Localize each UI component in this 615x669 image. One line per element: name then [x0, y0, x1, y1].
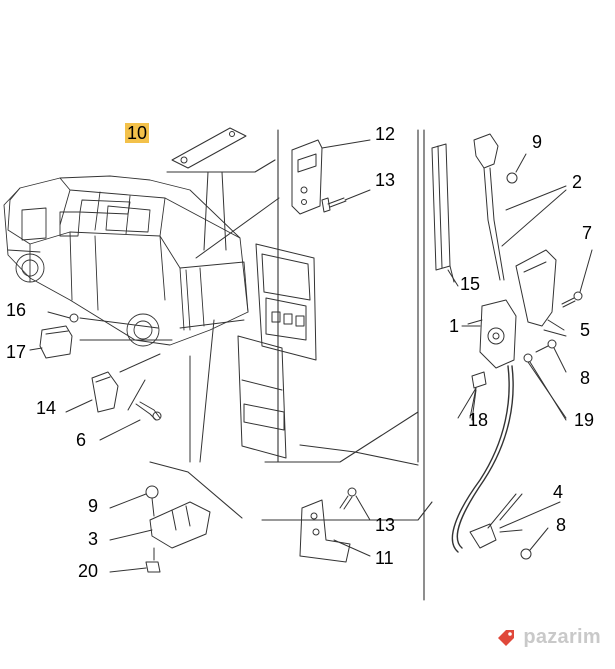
callout-15: 15 [460, 274, 481, 294]
part-5-handle [515, 249, 565, 331]
callout-6: 6 [76, 430, 87, 450]
callout-10: 10 [125, 123, 150, 143]
rear-door-panel-upper [255, 243, 317, 361]
callout-19: 19 [574, 410, 595, 430]
callout-17: 17 [6, 342, 27, 362]
part-7-bolt [561, 249, 593, 308]
rear-door-panel-lower [237, 335, 287, 459]
callout-5: 5 [580, 320, 591, 340]
part-9-screw-top [506, 153, 527, 184]
part-10-plate [171, 127, 247, 251]
watermark: pazarim [495, 626, 601, 649]
callout-9-top: 9 [532, 132, 543, 152]
van-illustration [3, 175, 249, 347]
part-4-cable [451, 365, 514, 553]
section-dividers [149, 129, 433, 601]
callout-3: 3 [88, 529, 99, 549]
part-13-bolt-bottom [339, 487, 371, 521]
callout-11: 11 [375, 548, 394, 568]
callout-2: 2 [572, 172, 583, 192]
callout-4: 4 [553, 482, 564, 502]
callout-14: 14 [36, 398, 57, 418]
callout-12: 12 [375, 124, 396, 144]
part-2-rod [473, 133, 567, 281]
callout-leaders [447, 269, 567, 521]
part-1-lock [467, 299, 517, 369]
callout-16: 16 [6, 300, 27, 320]
part-3-plate-assembly [109, 485, 211, 573]
part-14-bracket [65, 371, 119, 413]
price-tag-icon [498, 629, 515, 646]
watermark-text: pazarim [523, 626, 601, 648]
part-16-17 [29, 311, 79, 359]
callout-7: 7 [582, 223, 593, 243]
part-11-hinge-bracket [299, 499, 371, 563]
callout-18: 18 [468, 410, 489, 430]
callout-13-bottom: 13 [375, 515, 396, 535]
callout-9-bottom: 9 [88, 496, 99, 516]
part-12-hinge [291, 139, 371, 215]
callout-20: 20 [78, 561, 99, 581]
callout-8-top: 8 [580, 368, 591, 388]
part-6-bolt [99, 401, 162, 441]
part-8-bolt-top [535, 339, 567, 373]
part-18-clip [457, 371, 487, 419]
van-leaders [79, 197, 280, 463]
part-15-seal-strip [431, 143, 455, 283]
callout-13-top: 13 [375, 170, 396, 190]
part-4-cable-connector [469, 493, 561, 549]
part-13-bolt-top [321, 189, 371, 213]
callout-8-bottom: 8 [556, 515, 567, 535]
callout-1: 1 [449, 316, 460, 336]
part-8-screw-bottom [520, 527, 549, 560]
